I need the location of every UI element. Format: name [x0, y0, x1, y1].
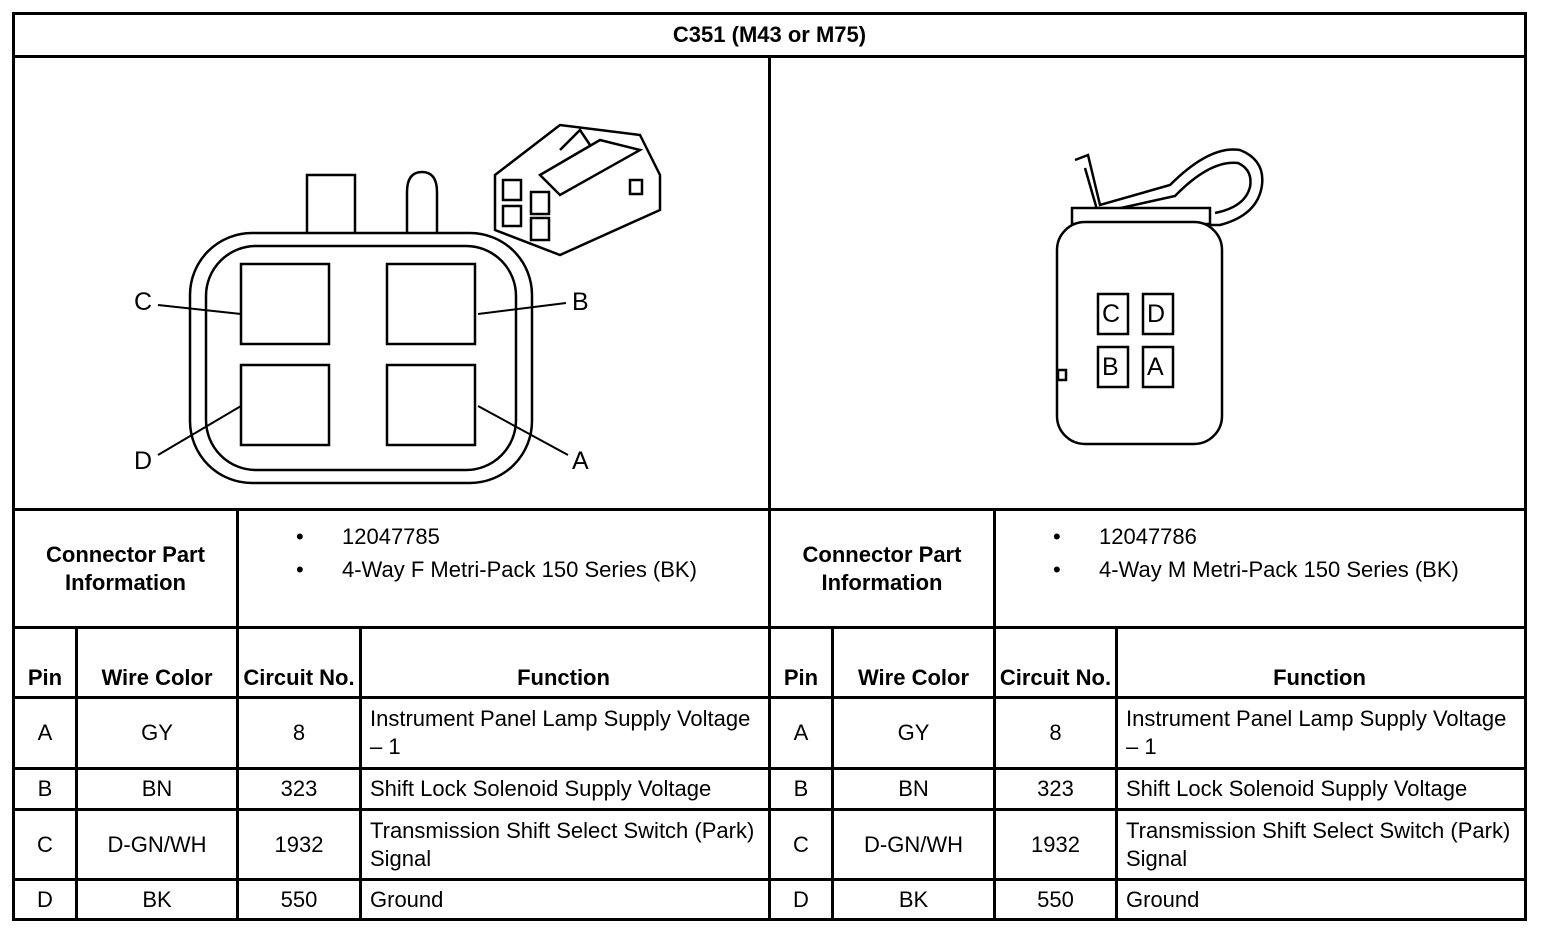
table-cell-wire-color: BK: [898, 886, 929, 912]
table-cell-wire-color: D-GN/WH: [864, 831, 963, 857]
table-cell-wire-color: GY: [141, 720, 173, 745]
column-header-circuit-no: Circuit No.: [999, 665, 1112, 690]
part-info-list-left: • 12047785 • 4-Way F Metri-Pack 150 Series…: [282, 520, 697, 586]
table-cell-function: Instrument Panel Lamp Supply Voltage – 1: [1126, 706, 1507, 759]
column-header-circuit-no: Circuit No.: [243, 665, 355, 690]
table-cell-function: Ground: [370, 886, 444, 912]
mini-connector-icon: [493, 123, 662, 257]
table-cell-circuit-no: 8: [292, 720, 306, 745]
table-cell-wire-color: GY: [897, 720, 930, 745]
table-cell-wire-color: BN: [898, 776, 929, 801]
divider-col: [75, 626, 78, 921]
divider-center: [768, 55, 771, 921]
pin-label-c: C: [134, 288, 153, 316]
table-cell-wire-color: D-GN/WH: [107, 831, 207, 857]
table-cell-function: Shift Lock Solenoid Supply Voltage: [370, 776, 712, 801]
divider-col: [359, 626, 362, 921]
column-header-wire-color: Wire Color: [857, 665, 970, 690]
table-cell-function: Ground: [1126, 886, 1200, 912]
table-cell-wire-color: BK: [142, 886, 172, 912]
table-cell-pin: A: [37, 720, 53, 745]
pin-label-b: B: [1102, 353, 1119, 381]
pin-label-d: D: [1147, 300, 1166, 328]
pin-label-d: D: [134, 447, 153, 475]
bullet-icon: •: [296, 524, 304, 549]
column-header-pin: Pin: [27, 665, 63, 690]
table-cell-circuit-no: 323: [1037, 776, 1074, 801]
table-cell-circuit-no: 550: [1037, 886, 1074, 912]
table-cell-circuit-no: 550: [280, 886, 318, 912]
part-info-label-right: Connector Part Information: [802, 541, 962, 595]
divider-col: [831, 626, 834, 921]
part-info-list-right: • 12047786 • 4-Way M Metri-Pack 150 Series…: [1039, 520, 1459, 586]
divider-left-partinfo: [236, 508, 239, 629]
table-cell-function: Instrument Panel Lamp Supply Voltage – 1: [370, 706, 751, 759]
table-cell-circuit-no: 8: [1049, 720, 1062, 745]
divider-col: [1115, 626, 1118, 921]
table-cell-pin: C: [793, 831, 809, 857]
table-cell-circuit-no: 1932: [274, 831, 324, 857]
pin-label-a: A: [1147, 353, 1164, 381]
table-cell-wire-color: BN: [141, 776, 173, 801]
divider-col: [993, 626, 996, 921]
table-cell-pin: B: [37, 776, 53, 801]
part-number: 12047785: [342, 524, 440, 549]
bullet-icon: •: [1053, 524, 1061, 549]
male-connector-diagram: [1055, 148, 1264, 446]
table-cell-pin: B: [793, 776, 809, 801]
pin-label-c: C: [1102, 300, 1121, 328]
part-number: 12047786: [1099, 524, 1197, 549]
table-cell-circuit-no: 323: [280, 776, 318, 801]
table-cell-function: Transmission Shift Select Switch (Park) …: [370, 817, 755, 871]
part-info-label-left: Connector Part Information: [46, 541, 205, 595]
pin-label-b: B: [572, 288, 589, 316]
divider-col: [236, 626, 239, 921]
table-cell-pin: A: [793, 720, 809, 745]
column-header-function: Function: [1273, 665, 1366, 690]
table-cell-pin: D: [37, 886, 53, 912]
column-header-wire-color: Wire Color: [101, 665, 213, 690]
table-cell-pin: C: [37, 831, 53, 857]
connector-title: C351 (M43 or M75): [672, 21, 867, 47]
table-cell-function: Shift Lock Solenoid Supply Voltage: [1126, 776, 1468, 801]
divider-right-partinfo: [993, 508, 996, 629]
bullet-icon: •: [1053, 557, 1061, 582]
pin-label-a: A: [572, 447, 589, 475]
column-header-function: Function: [517, 665, 610, 690]
part-description: 4-Way M Metri-Pack 150 Series (BK): [1099, 557, 1459, 582]
female-connector-diagram: [157, 123, 662, 485]
bullet-icon: •: [296, 557, 304, 582]
table-cell-circuit-no: 1932: [1031, 831, 1080, 857]
table-cell-function: Transmission Shift Select Switch (Park) …: [1126, 817, 1511, 871]
column-header-pin: Pin: [783, 665, 819, 690]
table-cell-pin: D: [793, 886, 809, 912]
part-description: 4-Way F Metri-Pack 150 Series (BK): [342, 557, 697, 582]
